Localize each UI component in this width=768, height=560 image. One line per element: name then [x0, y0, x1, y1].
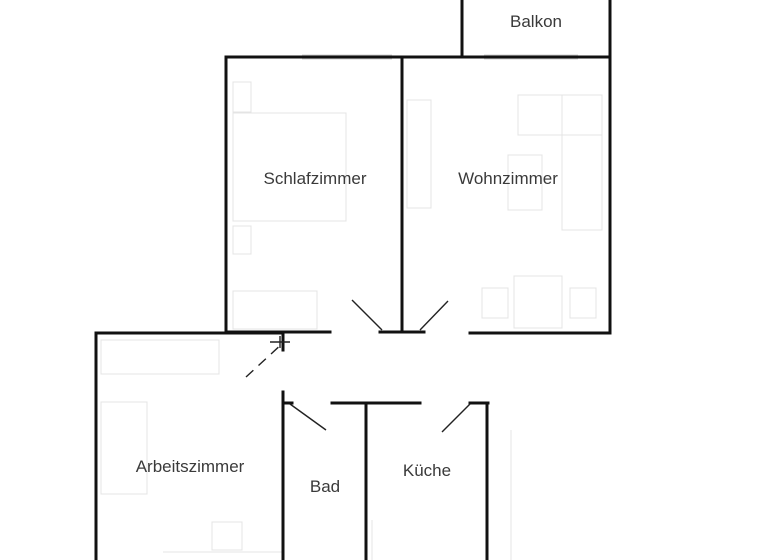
room-label-kitchen: Küche [403, 461, 451, 480]
walls [94, 0, 612, 560]
windows [302, 54, 578, 60]
room-label-living-room: Wohnzimmer [458, 169, 558, 188]
room-label-balcony: Balkon [510, 12, 562, 31]
furniture-outlines [100, 81, 603, 560]
door-swings [245, 299, 471, 433]
room-label-study: Arbeitszimmer [136, 457, 245, 476]
room-label-bathroom: Bad [310, 477, 340, 496]
room-label-bedroom: Schlafzimmer [264, 169, 367, 188]
